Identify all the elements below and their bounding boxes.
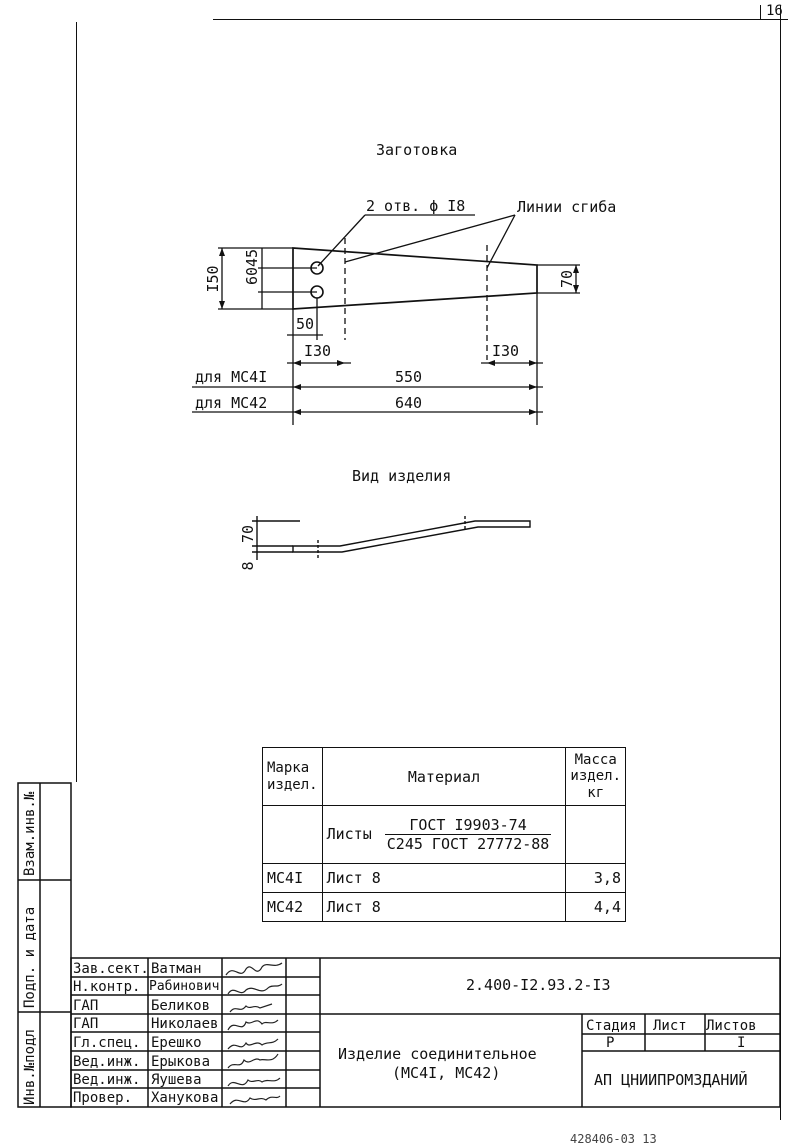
- bend-leader-right: [486, 214, 516, 269]
- staff-name-3: Беликов: [151, 998, 211, 1014]
- staff-name-1: Ватман: [151, 961, 202, 977]
- dim-8-view-label: 8: [239, 561, 257, 570]
- spec-row-2-mark: МС42: [262, 892, 323, 922]
- spec-row-1-mass: 3,8: [565, 863, 626, 893]
- staff-name-6: Ерыкова: [151, 1054, 211, 1070]
- dim-60-label: 60: [243, 267, 261, 285]
- dim-130-right-label: I30: [492, 342, 520, 360]
- spec-row-2-material: Лист 8: [321, 892, 567, 922]
- staff-name-5: Ерешко: [151, 1035, 202, 1051]
- sheets-value: I: [737, 1035, 746, 1051]
- spec-table: Марка издел. Материал Масса издел. кг Ли…: [262, 747, 626, 922]
- spec-blank-mass-cell: [565, 805, 626, 864]
- staff-role-8: Провер.: [73, 1090, 133, 1106]
- staff-role-6: Вед.инж.: [73, 1054, 141, 1070]
- product-view-title: Вид изделия: [352, 467, 452, 485]
- holes-leader: [317, 214, 366, 267]
- corner-sheet-number: 16: [766, 3, 783, 19]
- spec-material-cell: Листы ГОСТ I9903-74 С245 ГОСТ 27772-88: [321, 805, 567, 864]
- staff-name-2: Рабинович: [149, 979, 220, 994]
- staff-role-3: ГАП: [73, 998, 99, 1014]
- doc-code: 2.400-I2.93.2-I3: [466, 976, 611, 994]
- dim-150-label: I50: [204, 265, 222, 292]
- staff-role-7: Вед.инж.: [73, 1072, 141, 1088]
- staff-role-2: Н.контр.: [73, 979, 141, 995]
- row-mc42-value: 640: [395, 394, 423, 412]
- spec-header-mass: Масса издел. кг: [565, 747, 626, 806]
- staff-name-4: Николаев: [151, 1016, 219, 1032]
- row-mc42-label: для МС42: [195, 394, 268, 412]
- dim-50-label: 50: [296, 315, 315, 333]
- dim-70-label: 70: [558, 270, 576, 288]
- corner-box-line: [760, 5, 761, 20]
- spec-header-mark: Марка издел.: [262, 747, 323, 806]
- product-name-line1: Изделие соединительное: [338, 1045, 537, 1063]
- row-mc41-label: для МС4I: [195, 368, 268, 386]
- signatures: [225, 962, 283, 1105]
- dim-70-view-label: 70: [239, 525, 257, 543]
- staff-name-7: Яушева: [151, 1072, 202, 1088]
- sheets-header: Листов: [706, 1018, 757, 1034]
- spec-row-1-mark: МС4I: [262, 863, 323, 893]
- material-numerator: ГОСТ I9903-74: [384, 816, 552, 835]
- row-mc41-value: 550: [395, 368, 423, 386]
- blank-title: Заготовка: [376, 141, 458, 159]
- material-prefix: Листы: [326, 825, 372, 843]
- staff-role-4: ГАП: [73, 1016, 99, 1032]
- holes-note: 2 отв. ϕ I8: [366, 197, 466, 215]
- bend-lines-note: Линии сгиба: [517, 198, 617, 216]
- staff-name-8: Ханукова: [151, 1090, 219, 1106]
- spec-header-material: Материал: [321, 747, 567, 806]
- product-name-line2: (МС4I, МС42): [392, 1064, 501, 1082]
- dim-45-label: 45: [243, 249, 261, 267]
- sheet-header: Лист: [653, 1018, 687, 1034]
- frame-right-line: [780, 5, 781, 1120]
- dim-130-left-label: I30: [304, 342, 332, 360]
- footer-stamp: 428406-03 13: [570, 1132, 657, 1146]
- stage-value: Р: [606, 1035, 615, 1051]
- material-denominator: С245 ГОСТ 27772-88: [386, 835, 550, 853]
- stage-header: Стадия: [586, 1018, 637, 1034]
- spec-row-2-mass: 4,4: [565, 892, 626, 922]
- staff-role-1: Зав.сект.: [73, 961, 149, 977]
- frame-left-line: [76, 22, 77, 782]
- product-outline: [292, 520, 531, 553]
- frame-top-line: [213, 19, 788, 20]
- staff-role-5: Гл.спец.: [73, 1035, 141, 1051]
- organization: АП ЦНИИПРОМЗДАНИЙ: [594, 1071, 748, 1089]
